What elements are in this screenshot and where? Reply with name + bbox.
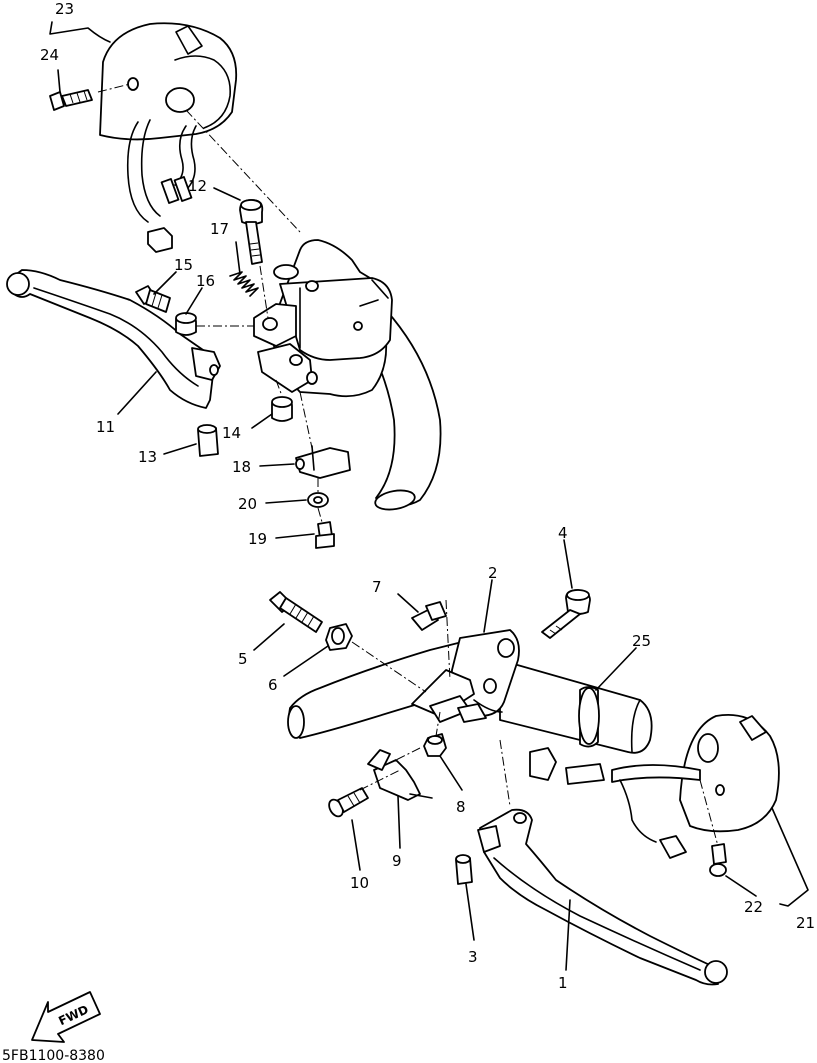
callout-17: 17: [210, 220, 229, 238]
callout-8: 8: [456, 798, 466, 816]
spring-17: [229, 271, 259, 297]
callout-12: 12: [188, 177, 207, 195]
callout-2: 2: [488, 564, 498, 582]
callout-22: 22: [744, 898, 763, 916]
callout-5: 5: [238, 650, 248, 668]
holder-2: [411, 629, 520, 723]
assembly-lines-lower: [351, 599, 719, 847]
callout-20: 20: [238, 495, 257, 513]
callout-11: 11: [96, 418, 115, 436]
nut-14: [271, 396, 293, 422]
collar-13: [197, 424, 219, 457]
callout-19: 19: [248, 530, 267, 548]
callout-15: 15: [174, 256, 193, 274]
leader-lines: [49, 21, 809, 971]
callout-18: 18: [232, 458, 251, 476]
diagram-code: 5FB1100-8380: [2, 1048, 105, 1063]
callout-9: 9: [392, 852, 402, 870]
callout-1: 1: [558, 974, 568, 992]
callout-25: 25: [632, 632, 651, 650]
nut-8: [423, 733, 447, 757]
master-cylinder-body: [253, 239, 393, 398]
nut-6: [325, 623, 353, 651]
callout-23: 23: [55, 0, 74, 18]
switch-housing-21: [529, 714, 780, 859]
callout-7: 7: [372, 578, 382, 596]
switch-9: [367, 749, 433, 801]
callout-13: 13: [138, 448, 157, 466]
screw-24: [49, 89, 93, 111]
bolt-4: [541, 589, 591, 639]
lever-1: [477, 808, 728, 986]
callout-24: 24: [40, 46, 59, 64]
screw-19: [315, 521, 335, 549]
collar-3: [455, 854, 473, 885]
callout-4: 4: [558, 524, 568, 542]
lever-11: [6, 269, 221, 409]
washer-20: [307, 492, 329, 508]
screw-7: [411, 601, 447, 631]
screw-10: [328, 787, 369, 818]
callout-16: 16: [196, 272, 215, 290]
bolt-12: [239, 199, 264, 265]
fwd-arrow: FWD: [31, 991, 101, 1043]
callout-21: 21: [796, 914, 815, 932]
callout-14: 14: [222, 424, 241, 442]
switch-18: [295, 445, 351, 479]
bolt-15: [135, 285, 171, 313]
bolt-5: [269, 591, 323, 633]
callout-10: 10: [350, 874, 369, 892]
handlebar-grip-lower: [499, 659, 653, 754]
callout-labels: 23 24 12 17 15 16 11 14 13 18 20 19 4 7 …: [40, 0, 815, 992]
assembly-lines-upper: [97, 83, 323, 523]
callout-3: 3: [468, 948, 478, 966]
screw-22: [709, 843, 727, 877]
collar-16: [175, 312, 197, 336]
callout-6: 6: [268, 676, 278, 694]
switch-housing-23: [99, 22, 238, 253]
ring-25: [578, 686, 600, 748]
